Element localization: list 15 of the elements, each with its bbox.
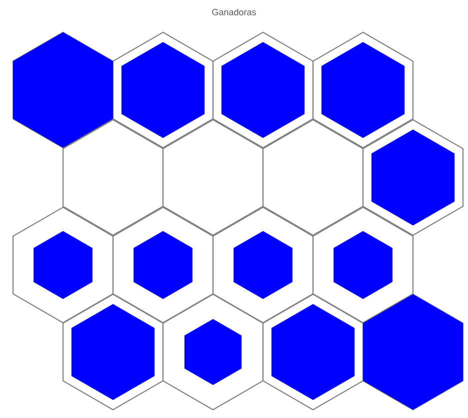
filled-hexagon [234, 231, 292, 299]
filled-hexagon [321, 42, 405, 138]
filled-hexagon [371, 130, 455, 226]
filled-hexagon [134, 231, 192, 299]
filled-hexagon [184, 319, 242, 385]
filled-hexagon [71, 304, 155, 400]
hexagon-cell [62, 119, 164, 236]
hexagon-cell [262, 119, 364, 236]
hexagon-cell [162, 119, 264, 236]
filled-hexagon [221, 42, 305, 138]
filled-hexagon [334, 231, 392, 299]
filled-hexagon [271, 304, 355, 400]
filled-hexagon [34, 231, 92, 299]
chart-title: Ganadoras [212, 8, 256, 16]
filled-hexagon [121, 42, 205, 138]
